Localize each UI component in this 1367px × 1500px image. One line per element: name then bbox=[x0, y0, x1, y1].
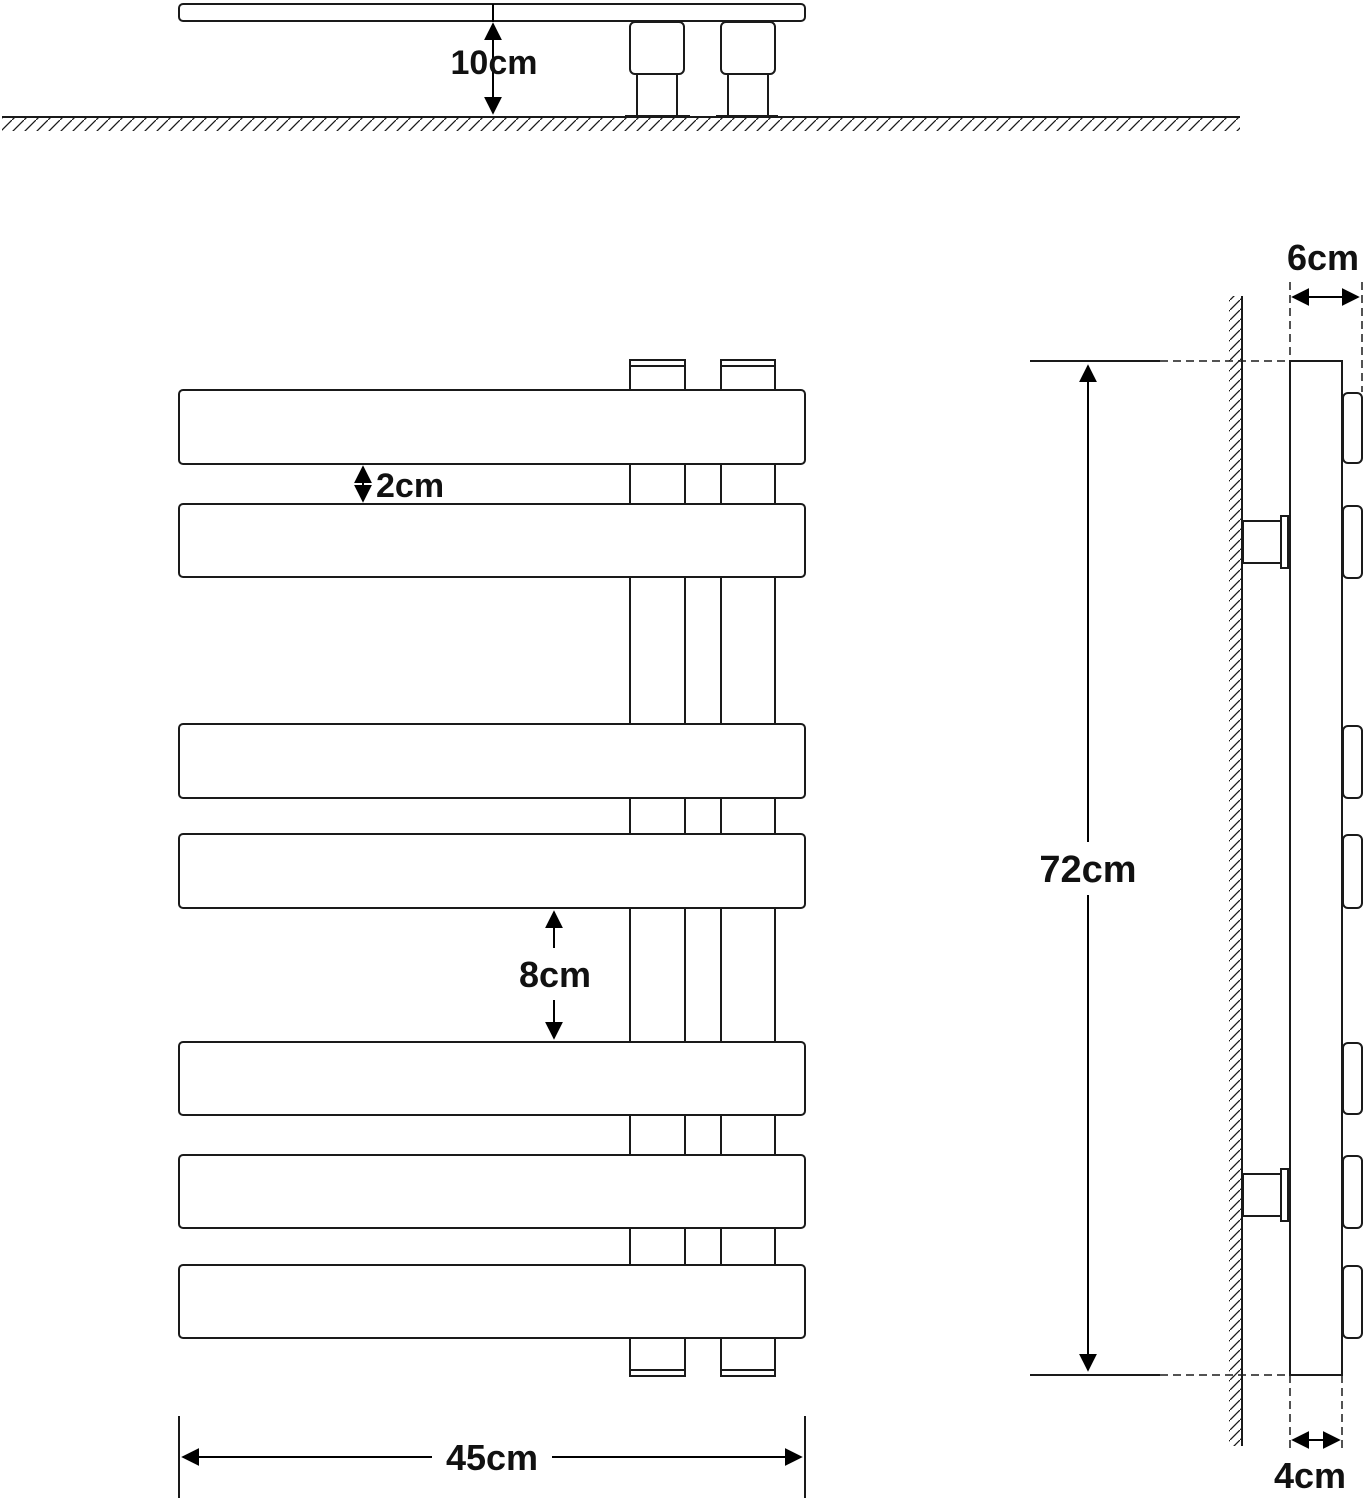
bar-end-7 bbox=[1342, 1265, 1363, 1339]
top-bracket-left bbox=[625, 21, 690, 117]
top-view: 10cm bbox=[2, 3, 1240, 131]
wall-hatch-side bbox=[1229, 296, 1242, 1446]
towel-bar-5 bbox=[178, 1041, 806, 1116]
wall-bracket-bottom bbox=[1242, 1168, 1289, 1222]
height-label: 72cm bbox=[1039, 849, 1136, 891]
radiator-side-body bbox=[1289, 360, 1343, 1376]
top-bracket-right bbox=[716, 21, 778, 117]
gap-large-label: 8cm bbox=[519, 954, 591, 995]
depth-bar-label: 4cm bbox=[1274, 1455, 1346, 1496]
towel-bar-6 bbox=[178, 1154, 806, 1229]
towel-bar-2 bbox=[178, 503, 806, 578]
depth-total-label: 6cm bbox=[1287, 237, 1359, 278]
towel-bar-3 bbox=[178, 723, 806, 799]
standoff-label: 10cm bbox=[451, 44, 538, 82]
bar-end-6 bbox=[1342, 1155, 1363, 1229]
wall-hatch-top bbox=[2, 117, 1240, 131]
towel-bar-7 bbox=[178, 1264, 806, 1339]
wall-bracket-top bbox=[1242, 515, 1289, 569]
bar-end-4 bbox=[1342, 834, 1363, 909]
gap-small-label: 2cm bbox=[376, 467, 444, 505]
front-view: 2cm 8cm 45cm bbox=[178, 359, 806, 1498]
side-view: 72cm 6cm 4cm bbox=[1030, 237, 1363, 1496]
width-label: 45cm bbox=[446, 1437, 538, 1478]
towel-bar-4 bbox=[178, 833, 806, 909]
bar-end-5 bbox=[1342, 1042, 1363, 1115]
bar-end-2 bbox=[1342, 505, 1363, 579]
bar-end-3 bbox=[1342, 725, 1363, 799]
bar-end-1 bbox=[1342, 392, 1363, 464]
towel-bar-1 bbox=[178, 389, 806, 465]
